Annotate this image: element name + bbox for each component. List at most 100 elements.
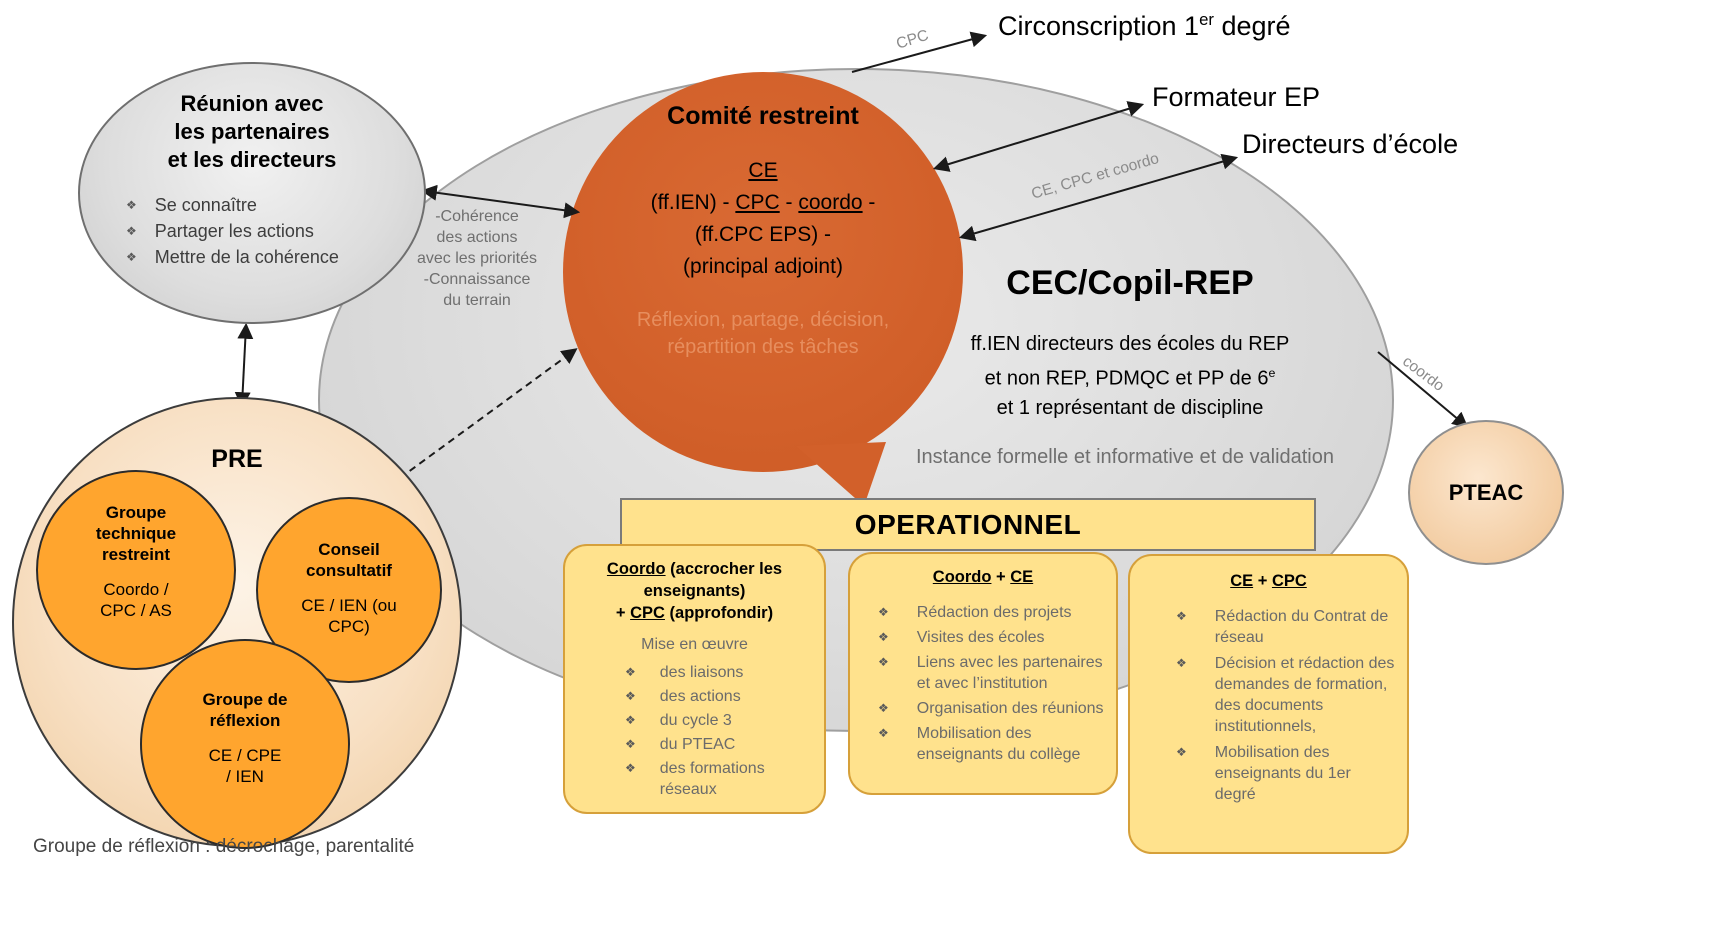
list-item-text: Mobilisation des enseignants du collège — [916, 725, 1081, 763]
diamond-bullet-icon: ❖ — [878, 630, 889, 644]
diamond-bullet-icon: ❖ — [625, 761, 636, 775]
list-item: ❖ Mobilisation des enseignants du 1er deg… — [1142, 742, 1395, 805]
cec-title: CEC/Copil-REP — [1006, 264, 1254, 302]
partners-list: ❖ Se connaître ❖ Partager les actions ❖ Met… — [80, 192, 424, 270]
list-item-text: Mettre de la cohérence — [154, 247, 339, 267]
diamond-bullet-icon: ❖ — [1176, 745, 1187, 759]
list-item-text: Organisation des réunions — [916, 700, 1104, 717]
comite-line2-cpc: CPC — [735, 191, 780, 214]
operationnel-banner: OPERATIONNEL — [620, 498, 1316, 551]
circle-members: CE / IEN (ou CPC) — [301, 596, 397, 636]
arrow-partners-pre — [234, 322, 254, 409]
diamond-bullet-icon: ❖ — [878, 605, 889, 619]
list-item-text: des formations réseaux — [659, 760, 765, 798]
box1-cpc: CPC — [630, 604, 665, 622]
box2-header: Coordo + CE — [862, 566, 1104, 588]
box3-list: ❖Rédaction du Contrat de réseau ❖ Décisio… — [1142, 606, 1395, 805]
directeurs-ecole-label: Directeurs d’école — [1242, 129, 1459, 159]
box3-plus: + — [1253, 572, 1272, 590]
box2-list: ❖ Rédaction des projets ❖ Visites des écol… — [862, 602, 1104, 765]
circle-title: Groupe technique restreint — [95, 503, 177, 564]
box1-list: ❖des liaisons ❖des actions ❖du cycle 3 ❖… — [575, 662, 814, 800]
list-item-text: Mobilisation des enseignants du 1er degr… — [1214, 744, 1351, 803]
list-item: ❖des liaisons — [575, 662, 814, 683]
partners-ellipse: Réunion avec les partenaires et les dire… — [78, 62, 426, 324]
diamond-bullet-icon: ❖ — [625, 689, 636, 703]
cec-desc-line2: et non REP, PDMQC et PP de 6e — [905, 359, 1355, 394]
partners-title: Réunion avec les partenaires et les dire… — [167, 91, 337, 172]
comite-members: CE (ff.IEN) - CPC - coordo - (ff.CPC EPS… — [563, 155, 963, 283]
list-item: ❖ Se connaître — [126, 192, 424, 218]
list-item: ❖ des formations réseaux — [575, 758, 814, 800]
arrow-label-coordo: coordo — [1399, 352, 1448, 395]
list-item: ❖ Partager les actions — [126, 218, 424, 244]
diamond-bullet-icon: ❖ — [625, 713, 636, 727]
list-item-text: des actions — [659, 688, 741, 705]
list-item: ❖ Mobilisation des enseignants du collège — [862, 723, 1104, 765]
box1-plus: + — [615, 604, 631, 622]
list-item-text: Partager les actions — [154, 221, 314, 241]
comite-line1: CE — [748, 159, 778, 182]
pteac-circle: PTEAC — [1408, 420, 1564, 565]
list-item-text: Rédaction du Contrat de réseau — [1214, 608, 1389, 646]
list-item-text: Se connaître — [154, 195, 257, 215]
diamond-bullet-icon: ❖ — [878, 655, 889, 669]
groupe-technique-circle: Groupe technique restreint Coordo / CPC … — [36, 470, 236, 670]
box1-header: Coordo (accrocher les enseignants) + CPC… — [575, 558, 814, 624]
diamond-bullet-icon: ❖ — [878, 726, 889, 740]
box3-cpc: CPC — [1271, 572, 1307, 590]
diamond-bullet-icon: ❖ — [126, 198, 137, 212]
list-item-text: Décision et rédaction des demandes de fo… — [1214, 655, 1395, 735]
diamond-bullet-icon: ❖ — [878, 701, 889, 715]
pteac-label: PTEAC — [1448, 479, 1524, 505]
box3-header: CE + CPC — [1142, 570, 1395, 592]
comite-line2-post: - — [862, 191, 876, 214]
pre-title: PRE — [211, 445, 263, 473]
circonscription-sup: er — [1199, 10, 1214, 29]
comite-line2: (ff.IEN) - CPC - coordo - — [563, 187, 963, 219]
groupe-reflexion-circle: Groupe de réflexion CE / CPE / IEN — [140, 639, 350, 849]
coherence-note: -Cohérence des actions avec les priorité… — [416, 208, 538, 309]
box1-header-line1: Coordo (accrocher les enseignants) — [575, 558, 814, 602]
diamond-bullet-icon: ❖ — [126, 224, 137, 238]
formateur-ep-label: Formateur EP — [1152, 82, 1321, 112]
box1-intro: Mise en œuvre — [641, 636, 748, 653]
circle-members: CE / CPE / IEN — [208, 746, 282, 786]
list-item: ❖Rédaction du Contrat de réseau — [1142, 606, 1395, 648]
comite-restreint-bubble: Comité restreint CE (ff.IEN) - CPC - coo… — [563, 72, 963, 472]
diamond-bullet-icon: ❖ — [625, 737, 636, 751]
comite-title: Comité restreint — [667, 102, 859, 130]
comite-subtitle: Réflexion, partage, décision, répartitio… — [636, 309, 890, 358]
circle-members: Coordo / CPC / AS — [100, 580, 172, 620]
list-item: ❖du PTEAC — [575, 734, 814, 755]
pre-footnote: Groupe de réflexion : décrochage, parent… — [33, 836, 415, 857]
list-item: ❖ Visites des écoles — [862, 627, 1104, 648]
box1-cpc-suffix: (approfondir) — [664, 604, 774, 622]
box1-coordo: Coordo — [606, 560, 666, 578]
circle-title: Groupe de réflexion — [202, 690, 288, 730]
list-item: ❖ des actions — [575, 686, 814, 707]
list-item-text: des liaisons — [659, 664, 744, 681]
list-item: ❖ Rédaction des projets — [862, 602, 1104, 623]
cec-desc-line1: ff.IEN directeurs des écoles du REP — [970, 333, 1290, 355]
diamond-bullet-icon: ❖ — [126, 250, 137, 264]
cec-desc-line2-sup: e — [1268, 366, 1276, 380]
circonscription-post: degré — [1213, 11, 1291, 41]
box-coordo-ce: Coordo + CE ❖ Rédaction des projets ❖ Visi… — [848, 552, 1118, 795]
box2-coordo: Coordo — [932, 568, 992, 586]
cec-note: Instance formelle et informative et de v… — [916, 446, 1334, 468]
box1-coordo-suffix: (accrocher les enseignants) — [643, 560, 783, 600]
pre-circle: PRE Groupe technique restreint Coordo / … — [12, 397, 462, 849]
box2-ce: CE — [1010, 568, 1034, 586]
comite-line2-coordo: coordo — [798, 191, 863, 214]
circonscription-label: Circonscription 1er degré — [998, 10, 1291, 42]
arrow-label-cpc: CPC — [894, 26, 931, 53]
comite-line3: (ff.CPC EPS) - — [694, 223, 832, 246]
cec-description: ff.IEN directeurs des écoles du REP et n… — [905, 330, 1355, 423]
list-item-text: Rédaction des projets — [916, 604, 1072, 621]
comite-line2-mid: - — [779, 191, 799, 214]
list-item-text: Visites des écoles — [916, 629, 1045, 646]
circle-title: Conseil consultatif — [306, 540, 392, 580]
comite-line4: (principal adjoint) — [683, 255, 843, 278]
list-item: ❖ Organisation des réunions — [862, 698, 1104, 719]
